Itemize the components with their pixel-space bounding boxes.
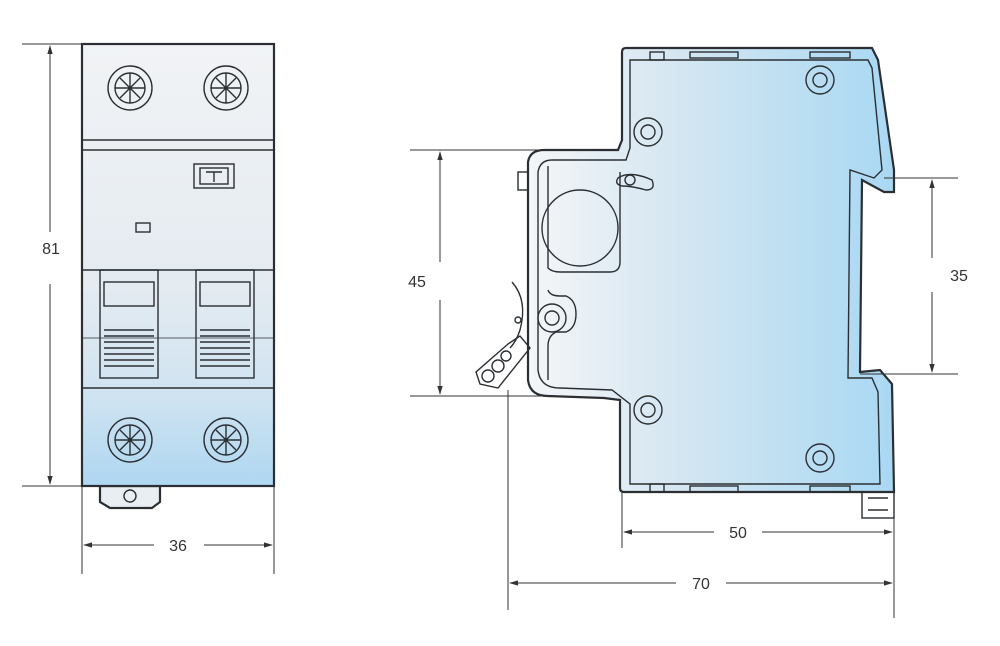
screw-hole-icon (537, 303, 567, 333)
screw-hole-icon (805, 443, 835, 473)
toggle-right (195, 269, 255, 379)
screw-icon (107, 65, 153, 111)
toggle-height-label: 45 (408, 274, 426, 291)
indicator-window (135, 222, 151, 233)
side-view: 45 35 50 70 (408, 46, 968, 618)
side-body (526, 46, 896, 494)
screw-icon (203, 65, 249, 111)
lever-handle (475, 281, 531, 389)
front-height-label: 81 (42, 241, 60, 258)
screw-hole-icon (805, 65, 835, 95)
front-view: 81 36 (22, 42, 276, 574)
rail-height-label: 35 (950, 268, 968, 285)
screw-icon (203, 417, 249, 463)
screw-hole-icon (633, 117, 663, 147)
screw-icon (107, 417, 153, 463)
total-depth-label: 70 (692, 576, 710, 593)
din-clip (98, 484, 162, 510)
test-button-icon (193, 163, 235, 189)
front-body (80, 42, 276, 488)
toggle-hub (541, 189, 619, 267)
front-width-label: 36 (169, 538, 187, 555)
toggle-left (99, 269, 159, 379)
screw-hole-icon (633, 395, 663, 425)
body-depth-label: 50 (729, 525, 747, 542)
